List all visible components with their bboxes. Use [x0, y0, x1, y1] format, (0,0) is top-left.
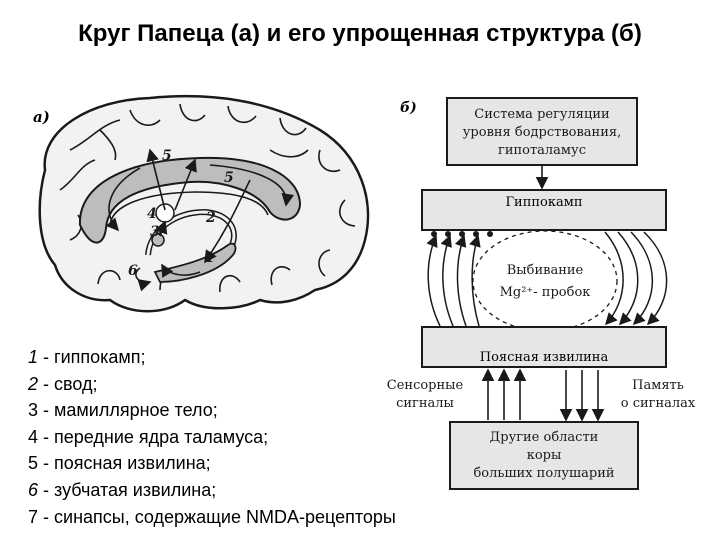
- legend-item: 5 - поясная извилина;: [28, 450, 396, 477]
- regulation-line-1: Система регуляции: [474, 107, 609, 122]
- legend: 1 - гиппокамп; 2 - свод; 3 - мамиллярное…: [28, 344, 396, 530]
- hippocampus-bar: [421, 189, 667, 231]
- cortex-box: [449, 421, 639, 490]
- legend-number: 3: [28, 400, 39, 421]
- cingulate-label: Поясная извилина: [480, 350, 609, 365]
- memory-line-2: о сигналах: [621, 396, 696, 411]
- legend-item: 1 - гиппокамп;: [28, 344, 396, 371]
- brain-label-4: 4: [147, 206, 157, 222]
- regulation-line-3: гипоталамус: [498, 143, 586, 158]
- right-arcs: [604, 231, 668, 326]
- legend-text: - мамиллярное тело;: [38, 400, 218, 421]
- structure-panel: б) Система регуляции уровня бодрствовани…: [387, 97, 696, 490]
- cortex-line-1: Другие области: [490, 430, 599, 445]
- hippocampus-label: Гиппокамп: [505, 195, 582, 210]
- legend-number: 6: [28, 479, 39, 500]
- left-arcs: [426, 234, 481, 327]
- legend-number: 5: [28, 453, 39, 474]
- legend-text: - синапсы, содержащие NMDA-рецепторы: [38, 506, 396, 527]
- regulation-line-2: уровня бодрствования,: [463, 125, 621, 140]
- legend-number: 1: [28, 347, 39, 367]
- legend-text: - передние ядра таламуса;: [38, 426, 269, 447]
- brain-label-2: 2: [205, 210, 216, 226]
- cortex-line-3: больших полушарий: [473, 466, 614, 481]
- memory-line-1: Память: [632, 378, 684, 393]
- brain-label-6: 6: [128, 263, 138, 279]
- legend-number: 7: [28, 506, 39, 527]
- reverberation-loop: [472, 230, 618, 332]
- cortex-line-2: коры: [527, 448, 562, 463]
- vertical-arrows: [481, 368, 605, 422]
- center-line-2: Mg²⁺- пробок: [500, 285, 591, 300]
- cingulate-bar: [421, 326, 667, 368]
- sensory-line-1: Сенсорные: [387, 378, 464, 393]
- brain-label-5a: 5: [162, 148, 172, 164]
- legend-text: - зубчатая извилина;: [38, 479, 217, 500]
- panel-a-label: а): [33, 108, 50, 126]
- legend-item: 7 - синапсы, содержащие NMDA-рецепторы: [28, 504, 396, 531]
- brain-gyri: [59, 103, 356, 293]
- legend-item: 6 - зубчатая извилина;: [28, 477, 396, 504]
- legend-text: - свод;: [38, 373, 98, 394]
- legend-number: 4: [28, 426, 39, 447]
- panel-b-label: б): [400, 100, 417, 116]
- brain-label-3: 3: [150, 224, 160, 240]
- sensory-line-2: сигналы: [396, 396, 454, 411]
- center-line-1: Выбивание: [507, 263, 584, 278]
- nmda-synapses: [431, 231, 493, 237]
- legend-item: 4 - передние ядра таламуса;: [28, 424, 396, 451]
- legend-text: - гиппокамп;: [38, 347, 146, 367]
- brain-label-5b: 5: [224, 170, 234, 186]
- legend-number: 2: [28, 373, 39, 394]
- page-title: Круг Папеца (а) и его упрощенная структу…: [78, 20, 642, 47]
- brain-label-1: 1: [205, 250, 215, 266]
- brain-panel: а): [33, 94, 370, 313]
- corpus-callosum: [109, 191, 269, 226]
- papez-arrows: [105, 148, 295, 292]
- legend-item: 3 - мамиллярное тело;: [28, 397, 396, 424]
- brain-outline: [38, 94, 370, 313]
- legend-item: 2 - свод;: [28, 371, 396, 398]
- thalamus-nuclei: [155, 203, 175, 223]
- legend-text: - поясная извилина;: [38, 453, 211, 474]
